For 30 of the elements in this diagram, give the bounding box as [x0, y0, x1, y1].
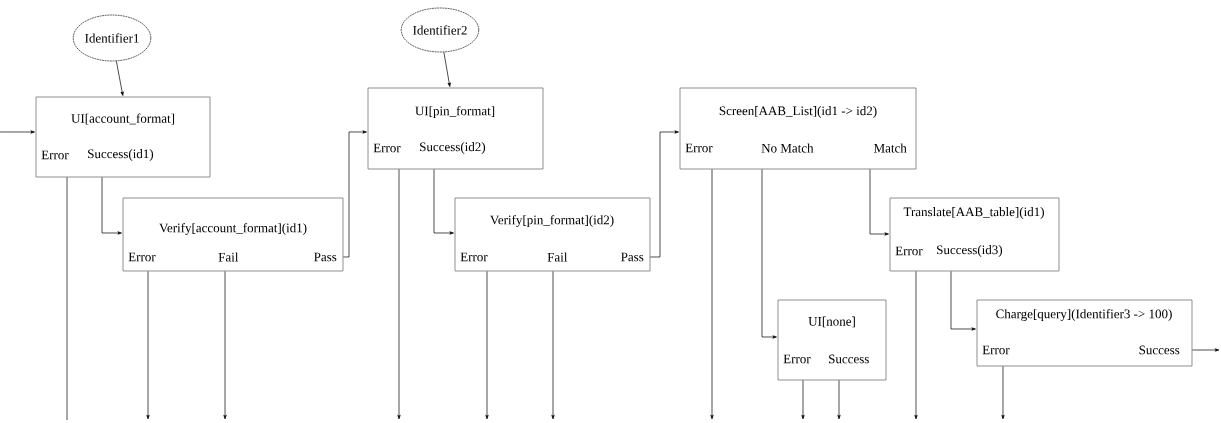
arrow [710, 169, 714, 420]
arrow [1192, 348, 1220, 352]
process-box: Screen[AAB_List](id1 -> id2) Error No Match Match [679, 87, 917, 170]
process-box: UI[none] Error Success [777, 299, 887, 381]
process-box: Translate[AAB_table](id1) Error Success(id3) [889, 197, 1060, 272]
arrow [343, 130, 367, 258]
arrow [485, 271, 489, 420]
process-box: UI[account_format] Error Success(id1) [35, 96, 211, 178]
arrow [101, 177, 122, 235]
process-box: Charge[query](Identifier3 -> 100) Error Success [976, 299, 1193, 367]
process-box: Verify[account_format](id1) Error Fail Pass [122, 197, 344, 272]
process-box: Verify[pin_format](id2) Error Fail Pass [454, 197, 651, 272]
arrow [914, 271, 918, 420]
arrow [801, 380, 805, 420]
connector-line [66, 177, 68, 421]
arrow [551, 271, 555, 420]
arrow [0, 130, 35, 134]
process-box: UI[pin_format] Error Success(id2) [367, 87, 544, 170]
arrow [837, 380, 841, 420]
arrow [146, 271, 150, 420]
arrow [950, 271, 976, 331]
arrow [761, 169, 777, 339]
arrow [1001, 366, 1005, 420]
arrow [223, 271, 227, 420]
arrow [650, 130, 679, 258]
arrow [397, 169, 401, 420]
arrow [433, 169, 454, 235]
arrow [443, 51, 451, 87]
arrow [116, 60, 124, 96]
arrow [869, 169, 889, 236]
